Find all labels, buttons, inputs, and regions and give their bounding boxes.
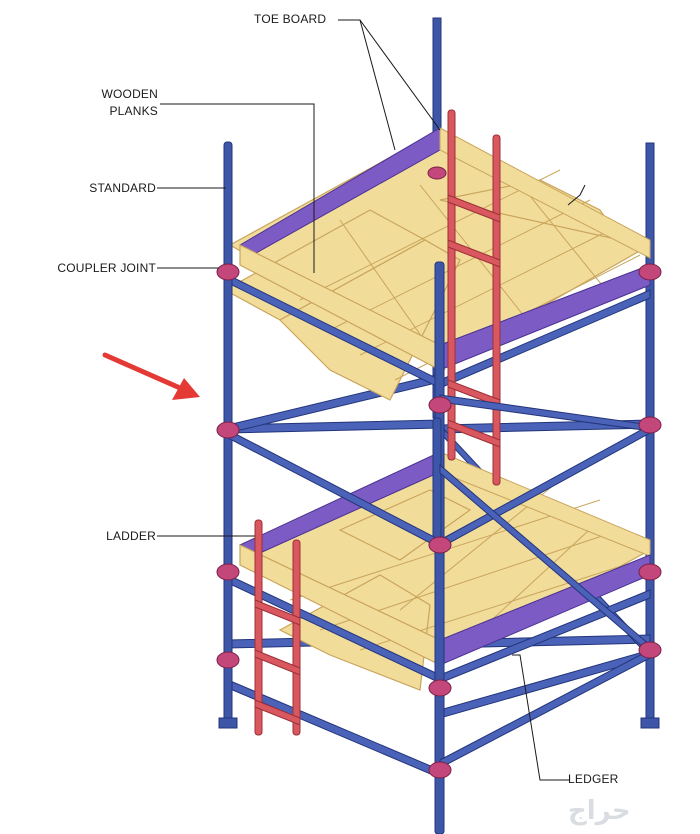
front-ledgers [227,394,651,769]
label-coupler-joint: COUPLER JOINT [57,261,156,275]
label-wooden-planks-line2: PLANKS [109,104,158,118]
pointer-arrow [102,352,200,400]
label-ledger: LEDGER [568,772,619,786]
label-standard: STANDARD [89,181,156,195]
watermark: حراج [568,796,631,826]
lower-ladder [254,519,301,736]
upper-platform [223,127,652,401]
leader-lines [157,19,586,781]
label-ladder: LADDER [106,529,156,543]
label-toe-board: TOE BOARD [254,12,327,26]
label-wooden-planks-line1: WOODEN [101,87,158,101]
coupler-joints [216,166,662,779]
upper-ladder [447,109,501,486]
